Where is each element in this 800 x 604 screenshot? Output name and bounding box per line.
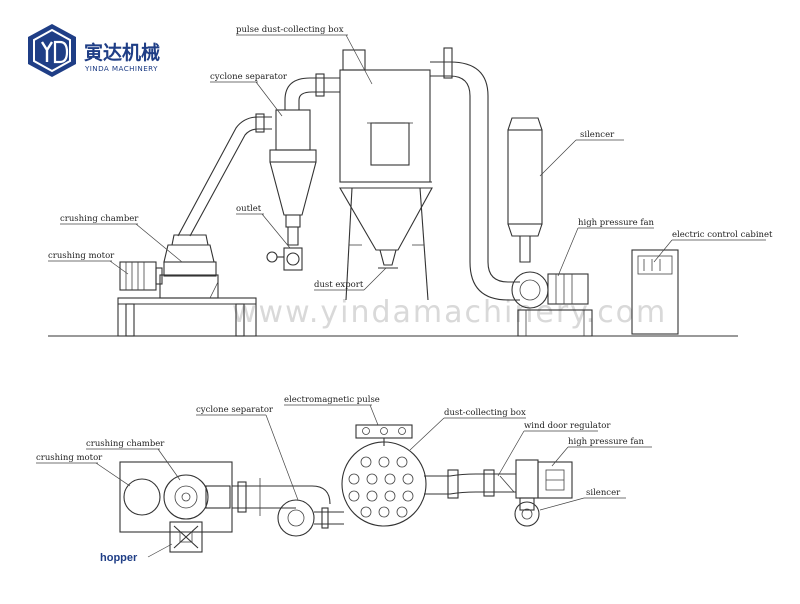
label-plan-crushing-motor: crushing motor: [36, 453, 103, 463]
label-wind-door: wind door regulator: [524, 421, 611, 431]
plan-fan: [514, 459, 573, 527]
duct-box-fan: [430, 47, 520, 301]
watermark: www.yindamachinery.com: [232, 295, 667, 330]
plan-view: cyclone separator electromagnetic pulse …: [36, 395, 652, 564]
plan-electromagnetic-pulse: [355, 424, 413, 446]
brand-logo: 寅达机械 YINDA MACHINERY: [28, 24, 160, 77]
label-plan-dust-box: dust-collecting box: [444, 408, 526, 418]
label-plan-cyclone: cyclone separator: [196, 405, 274, 415]
crusher-base: [117, 274, 257, 337]
elevation-view: pulse dust-collecting box cyclone separa…: [48, 25, 773, 337]
label-dust-export: dust export: [314, 280, 364, 290]
label-crushing-chamber: crushing chamber: [60, 214, 139, 224]
plan-dust-box: [341, 441, 427, 527]
hexagon-logo-icon: [28, 24, 76, 77]
label-hopper: hopper: [100, 552, 138, 564]
label-high-pressure-fan: high pressure fan: [578, 218, 655, 228]
label-silencer: silencer: [580, 130, 615, 140]
duct-cyclone-box: [284, 73, 340, 110]
high-pressure-fan: [511, 271, 593, 337]
plan-duct-1: [232, 478, 331, 516]
label-plan-high-pressure-fan: high pressure fan: [568, 437, 645, 447]
cyclone-separator: [266, 109, 317, 271]
duct-crusher-cyclone: [177, 113, 272, 237]
electric-control-cabinet: [631, 249, 679, 335]
plan-cyclone: [277, 499, 344, 537]
pulse-dust-collecting-box: [339, 49, 433, 301]
label-crushing-motor: crushing motor: [48, 251, 115, 261]
label-plan-crushing-chamber: crushing chamber: [86, 439, 165, 449]
crushing-chamber: [163, 234, 217, 277]
label-pulse-box: pulse dust-collecting box: [236, 25, 344, 35]
plan-hopper: [169, 521, 203, 553]
label-outlet: outlet: [236, 204, 262, 214]
label-electromagnetic-pulse: electromagnetic pulse: [284, 395, 380, 405]
crushing-motor: [119, 261, 163, 291]
brand-name-en: YINDA MACHINERY: [84, 64, 158, 73]
plan-duct-2: [424, 469, 516, 499]
plan-crusher: [119, 461, 233, 533]
label-cyclone: cyclone separator: [210, 72, 288, 82]
label-plan-silencer: silencer: [586, 488, 621, 498]
label-electric-cabinet: electric control cabinet: [672, 230, 773, 240]
silencer: [507, 117, 543, 263]
brand-name-cn: 寅达机械: [84, 41, 160, 64]
